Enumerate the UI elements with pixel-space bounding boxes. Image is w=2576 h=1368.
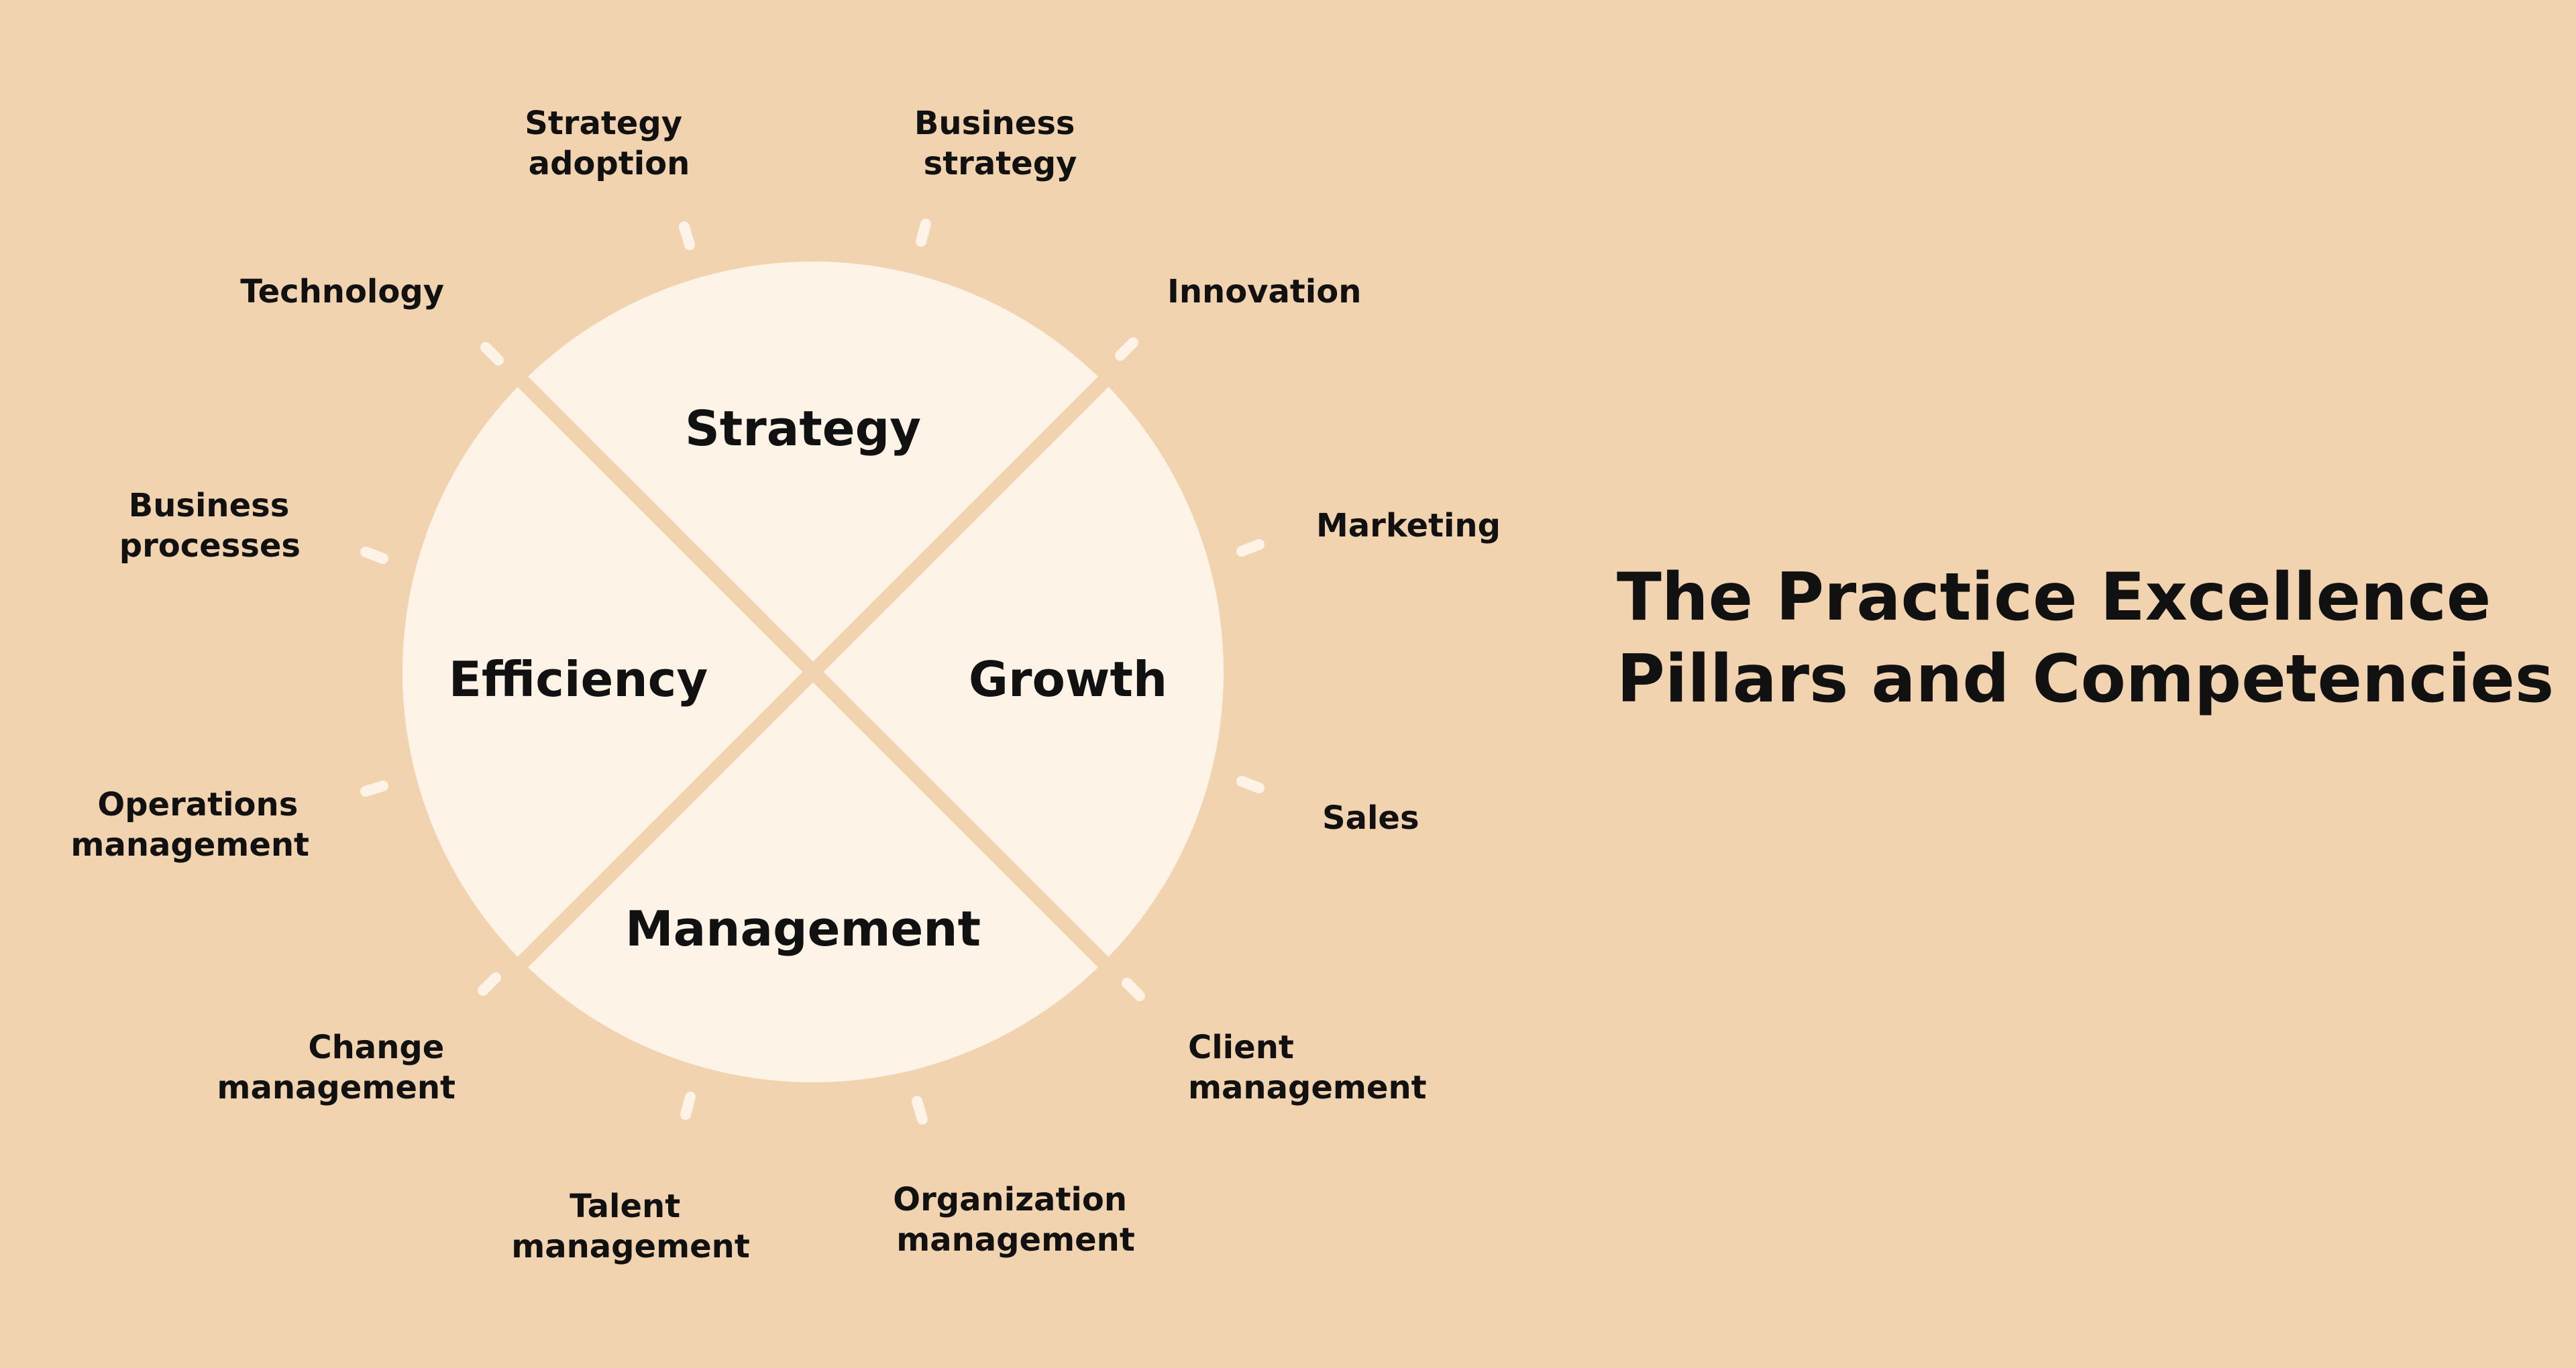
tick-operations-management (360, 781, 388, 797)
competency-line: Strategy (525, 105, 682, 142)
competency-line: Operations (97, 786, 298, 823)
pillar-label-management: Management (625, 901, 981, 957)
tick-business-processes (360, 547, 388, 564)
competency-line: management (217, 1069, 455, 1106)
competency-line: Change (308, 1029, 444, 1066)
competency-line: Business (914, 105, 1075, 142)
competency-line: management (896, 1221, 1135, 1259)
tick-organization-management (912, 1096, 928, 1125)
competency-line: management (511, 1228, 750, 1265)
page-title-line-1: The Practice Excellence (1617, 559, 2491, 636)
page-title: The Practice Excellence Pillars and Comp… (1617, 557, 2556, 720)
competency-line: Talent (570, 1188, 680, 1225)
competency-label-technology: Technology (240, 273, 444, 310)
tick-change-management (478, 972, 501, 996)
competency-label-business-processes: Business processes (119, 487, 301, 565)
competency-ticks (360, 219, 1265, 1125)
competency-label-sales: Sales (1322, 799, 1419, 837)
competency-line: Marketing (1316, 507, 1501, 545)
tick-business-strategy (916, 219, 931, 247)
competency-label-talent-management: Talent management (511, 1188, 750, 1265)
pillar-label-growth: Growth (969, 651, 1167, 707)
page-title-line-2: Pillars and Competencies (1617, 641, 2555, 718)
pillar-label-strategy: Strategy (685, 400, 921, 457)
competency-line: Technology (240, 273, 444, 310)
competency-line: management (70, 826, 309, 864)
competency-label-innovation: Innovation (1167, 273, 1361, 310)
competency-label-change-management: Change management (217, 1029, 455, 1106)
competency-line: management (1188, 1069, 1427, 1106)
divider-line-b (517, 376, 1109, 968)
competency-line: Innovation (1167, 273, 1361, 310)
competency-label-client-management: Client management (1188, 1029, 1427, 1106)
tick-client-management (1122, 978, 1145, 1001)
competency-line: Client (1188, 1029, 1294, 1066)
competency-line: processes (119, 527, 301, 565)
competency-label-operations-management: Operations management (70, 786, 309, 864)
competency-line: strategy (924, 145, 1077, 182)
tick-talent-management (680, 1092, 696, 1120)
tick-technology (480, 342, 504, 365)
tick-sales (1236, 776, 1265, 793)
competency-line: adoption (529, 145, 690, 182)
tick-innovation (1115, 337, 1138, 361)
competency-label-strategy-adoption: Strategy adoption (525, 105, 693, 182)
competency-label-organization-management: Organization management (893, 1181, 1138, 1259)
tick-marketing (1236, 539, 1265, 557)
competency-label-marketing: Marketing (1316, 507, 1501, 545)
competency-line: Business (129, 487, 290, 524)
pillar-label-efficiency: Efficiency (449, 651, 708, 707)
tick-strategy-adoption (679, 221, 695, 250)
competency-label-business-strategy: Business strategy (914, 105, 1086, 182)
competency-line: Sales (1322, 799, 1419, 837)
competency-line: Organization (893, 1181, 1127, 1218)
